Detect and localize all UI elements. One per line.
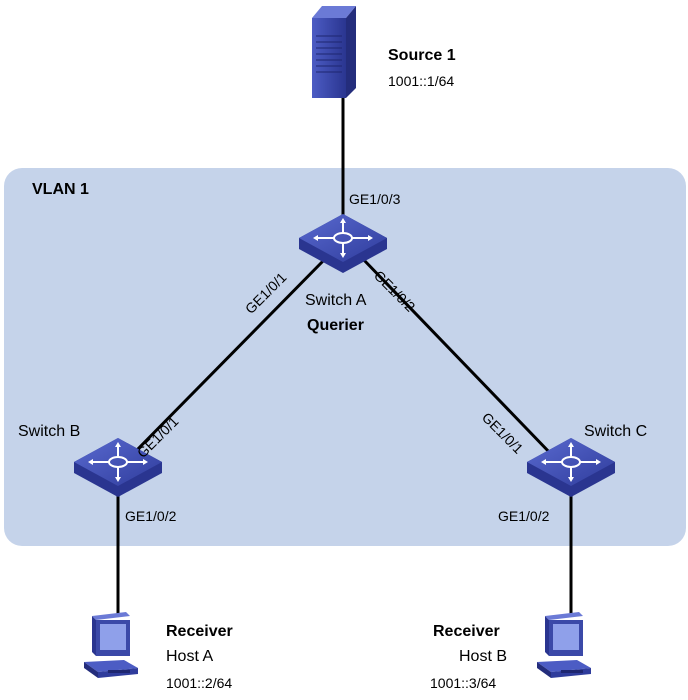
switch-a-role: Querier [307,317,364,334]
switch-c-port-down: GE1/0/2 [498,508,550,524]
vlan-label: VLAN 1 [32,181,89,198]
switch-c-icon [527,438,615,497]
host-a-name: Host A [166,648,214,665]
host-b-pc-icon [537,612,591,678]
switch-b-port-down: GE1/0/2 [125,508,177,524]
switch-c-name: Switch C [584,423,648,440]
links [116,92,573,615]
source-address: 1001::1/64 [388,73,455,89]
vlan-region [4,168,686,546]
server-icon [312,6,356,98]
host-b-address: 1001::3/64 [430,675,497,691]
switch-a-icon [299,214,387,273]
host-a-role: Receiver [166,623,233,640]
link-switch-a-switch-c [360,256,554,457]
host-b-name: Host B [459,648,508,665]
source-title: Source 1 [388,47,456,64]
switch-a-name: Switch A [305,292,367,309]
switch-b-name: Switch B [18,423,81,440]
host-b-role: Receiver [433,623,500,640]
link-switch-a-switch-b [130,256,328,457]
switch-b-icon [74,438,162,497]
switch-a-port-up: GE1/0/3 [349,191,401,207]
host-a-pc-icon [84,612,138,678]
host-a-address: 1001::2/64 [166,675,233,691]
